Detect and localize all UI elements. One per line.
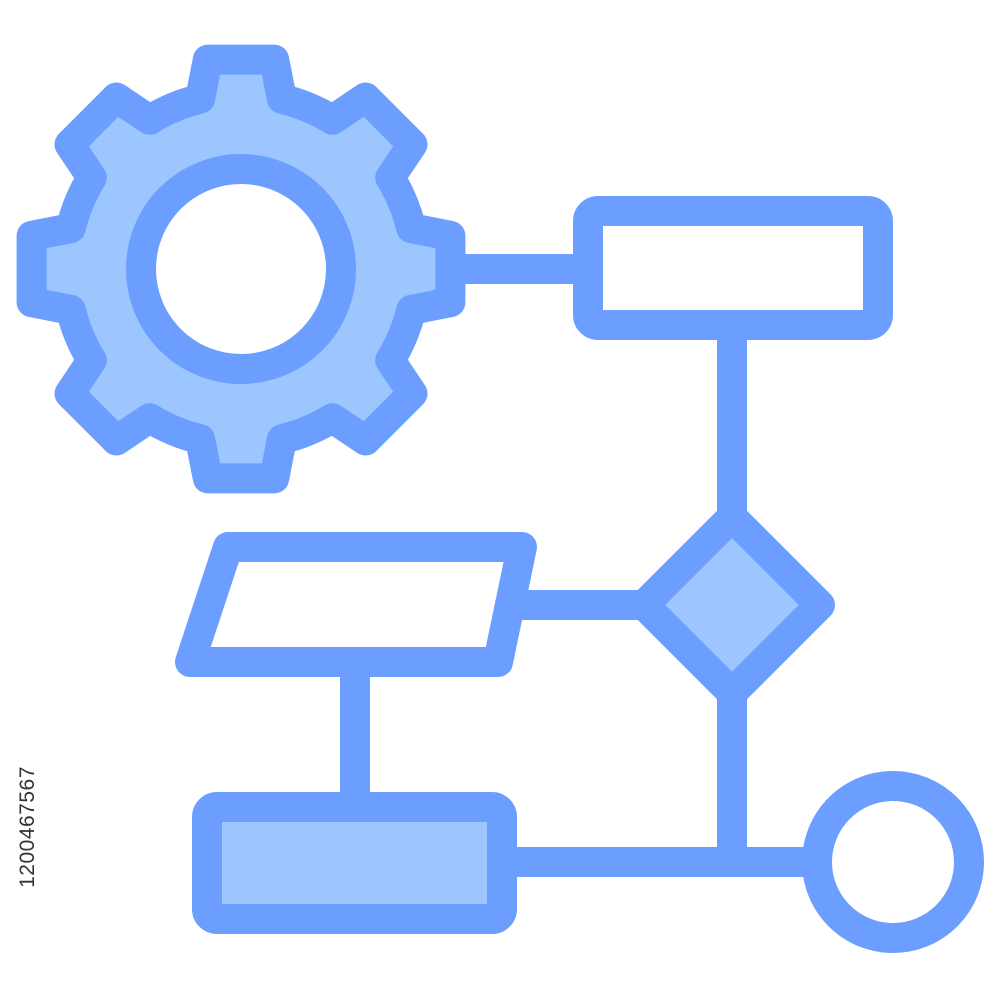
filled-process-box [192,792,517,934]
gear-hole [126,154,356,384]
input-output-parallelogram [175,532,537,677]
gear-icon [16,44,466,494]
stock-id-text: 1200467567 [16,766,40,888]
stock-id-label: 1200467567 [12,752,44,902]
decision-diamond [629,502,835,708]
connector-lines [340,254,820,877]
process-box [573,196,893,340]
terminal-circle [802,771,984,953]
